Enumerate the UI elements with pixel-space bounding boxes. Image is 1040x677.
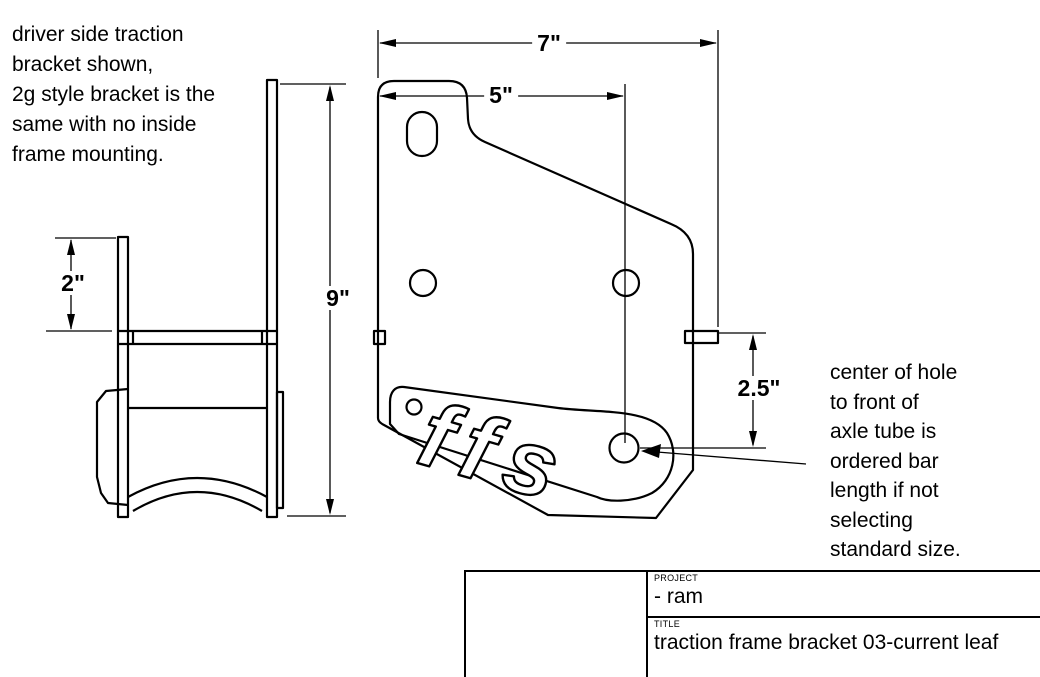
side-view-cross-bar (118, 329, 277, 346)
title-value: traction frame bracket 03-current leaf (654, 631, 999, 654)
front-view-bracket-outline (376, 79, 695, 520)
front-view-slot-hole (405, 110, 439, 158)
dim-label-9in: 9" (321, 286, 355, 310)
project-value: - ram (654, 585, 703, 608)
dim-label-2_5in: 2.5" (732, 376, 786, 400)
dim-label-2in: 2" (56, 271, 90, 295)
bar-hole-leader (641, 444, 807, 465)
side-view-axle-saddle-arcs (127, 477, 268, 512)
front-view-right-hole (611, 268, 641, 298)
side-view-inner-plate (116, 235, 130, 519)
side-view-outer-plate (265, 78, 279, 519)
front-view-left-frame-tab (372, 329, 387, 346)
logo-text: ffs (408, 383, 583, 523)
front-view-right-frame-tab (683, 329, 720, 345)
side-view (95, 78, 285, 519)
front-view-logo-plate (388, 385, 675, 502)
dim-label-5in: 5" (484, 83, 518, 107)
title-block-empty-cell (466, 572, 648, 677)
title-label: TITLE (654, 619, 681, 629)
front-view-logo-plate-hole (405, 398, 423, 416)
title-block: PROJECT - ram TITLE traction frame brack… (464, 570, 1040, 677)
front-view-bar-hole (608, 432, 640, 464)
side-view-frame-tab-edge (95, 387, 129, 507)
dimension-7in (377, 30, 719, 327)
note-bar-length: center of hole to front of axle tube is … (830, 361, 961, 561)
project-cell: PROJECT - ram (648, 572, 1040, 618)
note-driver-side: driver side traction bracket shown, 2g s… (12, 23, 216, 166)
side-view-logo-plate-edge (275, 390, 285, 510)
front-view-left-hole (408, 268, 438, 298)
front-view: ffs (372, 79, 720, 525)
dim-label-7in: 7" (532, 31, 566, 55)
title-block-fields: PROJECT - ram TITLE traction frame brack… (648, 572, 1040, 677)
project-label: PROJECT (654, 573, 699, 583)
title-cell: TITLE traction frame bracket 03-current … (648, 618, 1040, 655)
